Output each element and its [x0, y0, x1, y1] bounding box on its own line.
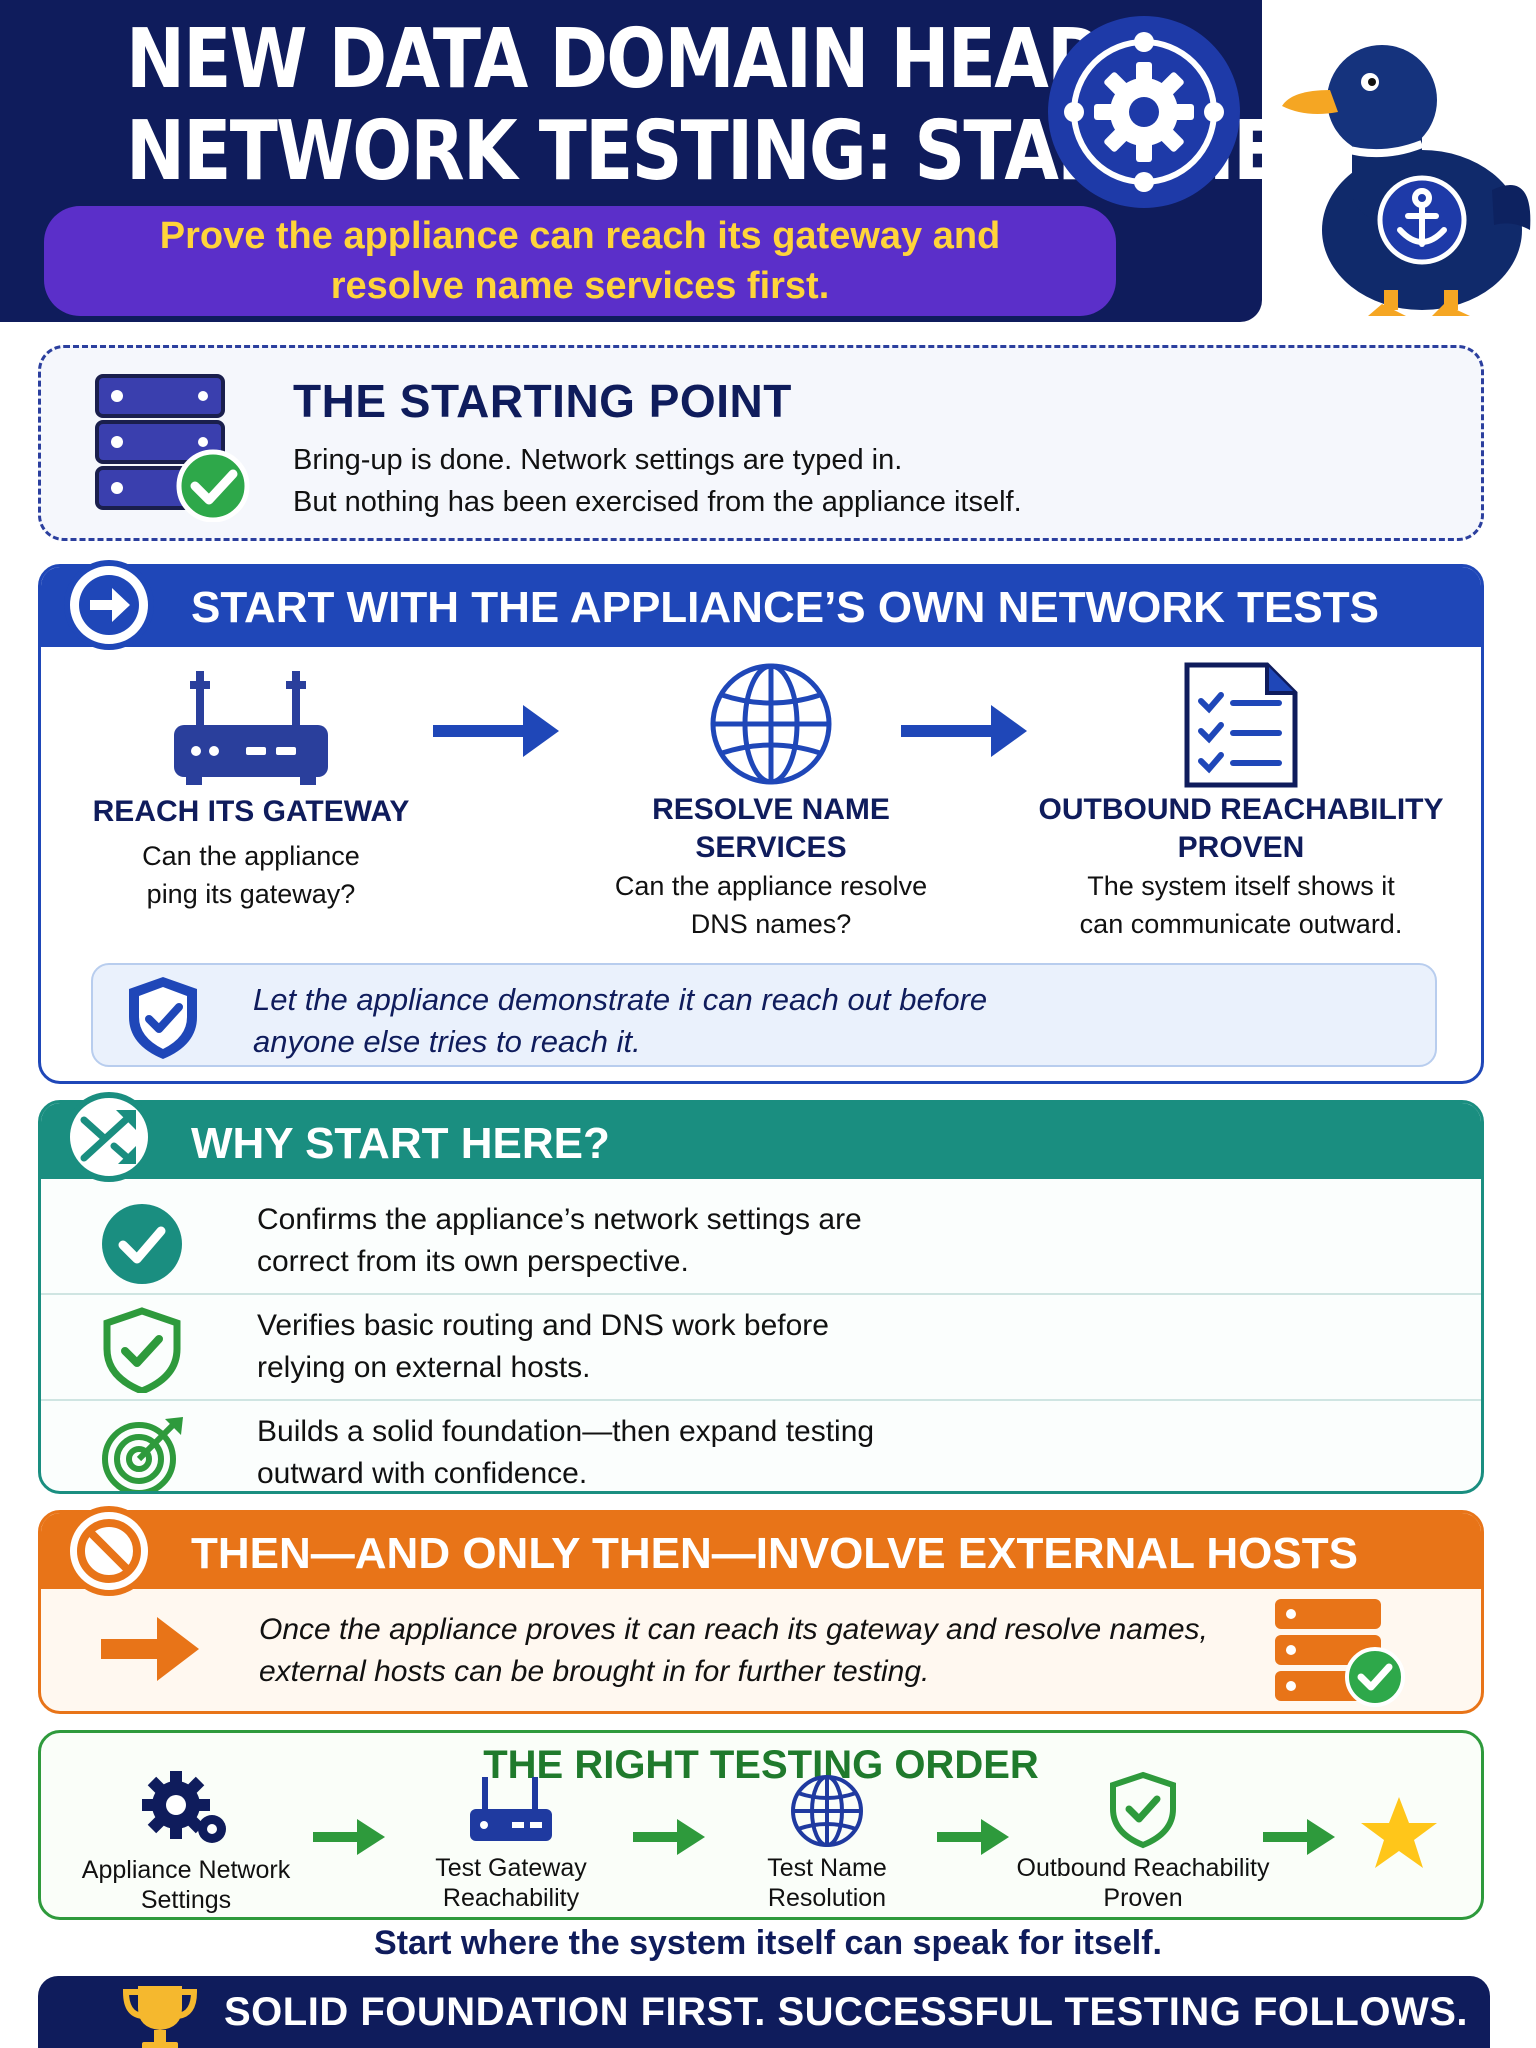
why-header: WHY START HERE?	[41, 1103, 1481, 1179]
why-start-here-panel: WHY START HERE? Confirms the appliance’s…	[38, 1100, 1484, 1494]
own-tests-heading: START WITH THE APPLIANCE’S OWN NETWORK T…	[191, 583, 1379, 632]
step-3-title-1: OUTBOUND REACHABILITY	[1038, 793, 1444, 826]
own-tests-header: START WITH THE APPLIANCE’S OWN NETWORK T…	[41, 567, 1481, 647]
order-2-line-1: Test Gateway	[435, 1854, 587, 1882]
step-2-desc-1: Can the appliance resolve	[614, 871, 928, 901]
why-item: Builds a solid foundation—then expand te…	[41, 1403, 1481, 1491]
why-3-line-2: outward with confidence.	[257, 1457, 588, 1490]
starting-point-line-2: But nothing has been exercised from the …	[293, 486, 1022, 518]
starting-point-panel: THE STARTING POINT Bring-up is done. Net…	[38, 345, 1484, 541]
step-reach-gateway: REACH ITS GATEWAY Can the appliance ping…	[81, 661, 421, 913]
globe-icon	[710, 663, 832, 785]
arrow-right-icon	[901, 705, 1027, 757]
why-item: Verifies basic routing and DNS work befo…	[41, 1297, 1481, 1401]
step-2-desc-2: DNS names?	[690, 909, 852, 939]
external-line-1: Once the appliance proves it can reach i…	[259, 1613, 1208, 1646]
target-icon	[102, 1417, 183, 1491]
footer-banner: SOLID FOUNDATION FIRST. SUCCESSFUL TESTI…	[38, 1976, 1490, 2048]
external-header: THEN—AND ONLY THEN—INVOLVE EXTERNAL HOST…	[41, 1513, 1481, 1589]
callout-text: Let the appliance demonstrate it can rea…	[253, 979, 987, 1063]
order-3-line-1: Test Name	[767, 1854, 887, 1882]
router-icon	[470, 1777, 552, 1841]
step-3-desc-2: can communicate outward.	[1079, 909, 1403, 939]
order-1-line-2: Settings	[140, 1886, 232, 1914]
title-line-1: NEW DATA DOMAIN HEAD	[126, 12, 1106, 107]
arrow-right-icon	[937, 1819, 1009, 1855]
external-heading: THEN—AND ONLY THEN—INVOLVE EXTERNAL HOST…	[191, 1529, 1358, 1578]
check-circle-icon	[102, 1204, 182, 1284]
step-3-desc-1: The system itself shows it	[1087, 871, 1395, 901]
router-icon	[174, 671, 328, 785]
shield-check-icon	[1110, 1771, 1176, 1849]
why-heading: WHY START HERE?	[191, 1119, 610, 1168]
callout-line-2: anyone else tries to reach it.	[253, 1024, 641, 1059]
starting-point-heading: THE STARTING POINT	[293, 375, 792, 427]
arrow-right-badge	[64, 560, 154, 650]
shield-check-icon	[129, 977, 197, 1059]
external-text: Once the appliance proves it can reach i…	[259, 1609, 1208, 1693]
why-1-line-2: correct from its own perspective.	[257, 1245, 689, 1278]
order-item-name-resolution: Test Name Resolution	[727, 1773, 927, 1913]
tagline: Start where the system itself can speak …	[374, 1924, 1162, 1962]
callout-line-1: Let the appliance demonstrate it can rea…	[253, 982, 988, 1017]
own-network-tests-panel: START WITH THE APPLIANCE’S OWN NETWORK T…	[38, 564, 1484, 1084]
step-outbound-proven: OUTBOUND REACHABILITY PROVEN The system …	[1021, 661, 1461, 943]
arrow-right-icon	[1263, 1819, 1335, 1855]
gear-network-icon	[1048, 16, 1240, 208]
why-1-line-1: Confirms the appliance’s network setting…	[257, 1203, 862, 1236]
arrow-right-icon	[313, 1819, 385, 1855]
gears-icon	[142, 1771, 226, 1843]
order-1-line-1: Appliance Network	[81, 1856, 291, 1884]
own-tests-callout: Let the appliance demonstrate it can rea…	[91, 963, 1437, 1067]
arrow-right-icon	[79, 575, 139, 635]
order-4-line-1: Outbound Reachability	[1016, 1854, 1270, 1882]
duck-mascot-icon	[1282, 45, 1531, 316]
external-hosts-panel: THEN—AND ONLY THEN—INVOLVE EXTERNAL HOST…	[38, 1510, 1484, 1714]
step-1-title: REACH ITS GATEWAY	[92, 795, 410, 828]
page-title: NEW DATA DOMAIN HEAD NETWORK TESTING: ST…	[126, 12, 1380, 199]
header-banner: NEW DATA DOMAIN HEAD NETWORK TESTING: ST…	[0, 0, 1380, 322]
trophy-icon	[122, 1986, 198, 2048]
external-line-2: external hosts can be brought in for fur…	[259, 1655, 930, 1688]
title-line-2: NETWORK TESTING: START HERE	[126, 104, 1380, 199]
testing-order-panel: THE RIGHT TESTING ORDER Appliance Networ…	[38, 1730, 1484, 1920]
order-4-line-2: Proven	[1103, 1884, 1183, 1912]
step-2-title-1: RESOLVE NAME	[652, 793, 890, 826]
prohibited-badge	[64, 1506, 154, 1596]
expand-arrows-icon	[80, 1110, 136, 1164]
order-item-outbound: Outbound Reachability Proven	[1003, 1771, 1283, 1913]
order-item-gateway: Test Gateway Reachability	[411, 1773, 611, 1913]
order-item-settings: Appliance Network Settings	[71, 1767, 301, 1915]
arrow-right-icon	[633, 1819, 705, 1855]
subtitle-line-1: Prove the appliance can reach its gatewa…	[159, 215, 1001, 257]
step-1-desc-1: Can the appliance	[142, 841, 360, 871]
subtitle-line-2: resolve name services first.	[330, 265, 830, 307]
arrow-right-icon	[433, 705, 559, 757]
step-3-title-2: PROVEN	[1177, 831, 1305, 864]
checklist-icon	[1184, 662, 1298, 788]
order-heading: THE RIGHT TESTING ORDER	[483, 1743, 1039, 1787]
globe-icon	[791, 1775, 863, 1847]
why-2-line-1: Verifies basic routing and DNS work befo…	[257, 1309, 829, 1342]
why-item: Confirms the appliance’s network setting…	[41, 1191, 1481, 1295]
server-check-icon	[1275, 1599, 1405, 1707]
step-resolve-names: RESOLVE NAME SERVICES Can the appliance …	[571, 661, 971, 943]
arrow-right-icon	[101, 1617, 199, 1681]
step-1-desc-2: ping its gateway?	[146, 879, 356, 909]
order-3-line-2: Resolution	[767, 1884, 887, 1912]
footer-text: SOLID FOUNDATION FIRST. SUCCESSFUL TESTI…	[224, 1990, 1469, 2034]
shuffle-badge	[64, 1092, 154, 1182]
step-2-title-2: SERVICES	[695, 831, 847, 864]
server-check-icon	[95, 374, 250, 522]
why-2-line-2: relying on external hosts.	[257, 1351, 591, 1384]
shield-check-icon	[103, 1307, 181, 1393]
star-icon	[1361, 1797, 1437, 1868]
why-3-line-1: Builds a solid foundation—then expand te…	[257, 1415, 875, 1448]
order-2-line-2: Reachability	[442, 1884, 580, 1912]
subtitle-pill: Prove the appliance can reach its gatewa…	[44, 206, 1116, 316]
starting-point-line-1: Bring-up is done. Network settings are t…	[293, 444, 903, 476]
prohibited-icon	[77, 1519, 141, 1583]
